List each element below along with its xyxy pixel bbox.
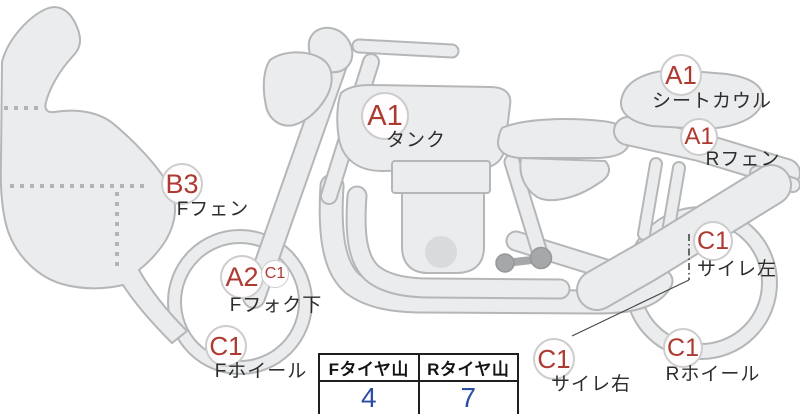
grade-badge-silencer-left: C1 xyxy=(693,221,733,261)
seat-cowl-shape xyxy=(619,68,764,131)
grade-badge-front-fender: B3 xyxy=(161,163,203,205)
front-tire-tread-header: Fタイヤ山 xyxy=(318,353,420,382)
part-label-front-wheel: Fホイール xyxy=(214,361,308,382)
part-label-tank: タンク xyxy=(385,130,447,151)
grade-badge-rear-wheel: C1 xyxy=(663,328,703,368)
rear-tire-tread-header: Rタイヤ山 xyxy=(417,353,519,382)
rear-frame-tube-shape xyxy=(503,153,548,259)
silencer-pointer-lines xyxy=(571,234,690,337)
handlebar-shape xyxy=(351,38,460,59)
grade-badge-front-fork-lower: A2 xyxy=(220,255,264,299)
grade-badge-rear-fender: A1 xyxy=(680,118,718,156)
panel-split-dotted-lines xyxy=(4,106,148,270)
side-cover-shape xyxy=(519,156,611,202)
grade-badge-front-fork-lower-sub: C1 xyxy=(261,260,289,288)
seat-shape xyxy=(496,118,631,159)
tank-shape xyxy=(336,83,512,173)
grade-badge-seat-cowl: A1 xyxy=(660,54,702,96)
headlight-shape xyxy=(262,51,333,127)
part-label-rear-fender: Rフェン xyxy=(705,149,781,170)
part-label-front-fender: Fフェン xyxy=(176,199,250,220)
grade-badge-silencer-right: C1 xyxy=(533,338,575,380)
rear-tire-tread-value: 7 xyxy=(417,380,519,414)
part-label-silencer-right: サイレ右 xyxy=(550,374,632,395)
front-fairing-shape xyxy=(0,6,189,345)
engine-shape xyxy=(391,160,491,274)
front-tire-tread-value: 4 xyxy=(318,380,420,414)
part-label-rear-wheel: Rホイール xyxy=(665,364,761,385)
part-label-seat-cowl: シートカウル xyxy=(651,91,773,112)
grade-badge-tank: A1 xyxy=(361,92,409,140)
footpeg-shape xyxy=(495,246,553,273)
part-label-silencer-left: サイレ左 xyxy=(696,259,778,280)
tire-tread-table: Fタイヤ山 Rタイヤ山 4 7 xyxy=(318,353,519,414)
muffler-shape xyxy=(576,164,792,311)
grade-badge-front-wheel: C1 xyxy=(205,325,247,367)
part-label-front-fork-lower: Fフォク下 xyxy=(229,295,323,316)
exhaust-pipe-shape xyxy=(318,173,674,315)
